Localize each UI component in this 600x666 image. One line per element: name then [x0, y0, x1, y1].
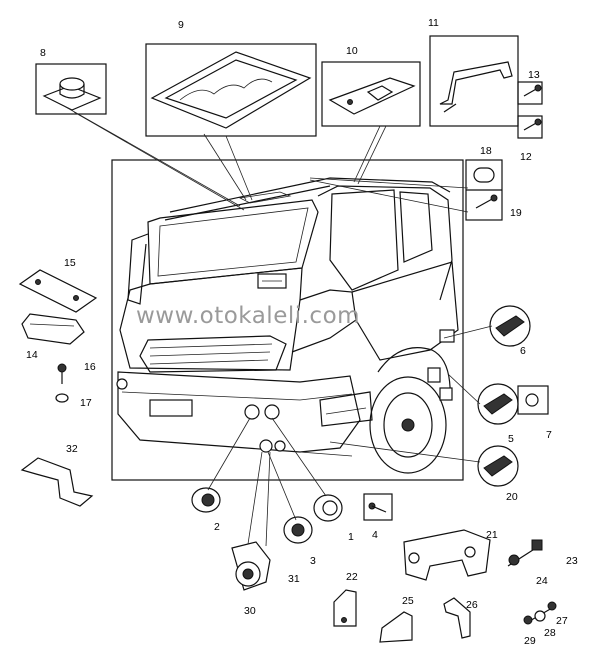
part-24-nut [508, 554, 520, 566]
callout-21: 21 [486, 529, 498, 541]
part-4-screw [363, 493, 393, 521]
part-9-roof-hatch [145, 43, 317, 137]
callout-24: 24 [536, 575, 548, 587]
callout-8: 8 [40, 47, 46, 59]
watermark-text: www.otokaleli.com [136, 303, 360, 329]
part-5-marker-lamp [477, 383, 519, 425]
callout-17: 17 [80, 397, 92, 409]
part-32-bracket [20, 457, 94, 507]
part-30-fog-lamp-unit [235, 561, 261, 587]
part-14-lens [21, 313, 85, 345]
callout-labels: 8 9 10 11 13 12 18 19 15 14 16 17 32 6 7… [26, 17, 578, 647]
callout-2: 2 [214, 521, 220, 533]
callout-27: 27 [556, 615, 568, 627]
callout-26: 26 [466, 599, 478, 611]
callout-25: 25 [402, 595, 414, 607]
callout-15: 15 [64, 257, 76, 269]
callout-29: 29 [524, 635, 536, 647]
part-26-bracket [443, 597, 471, 639]
callout-19: 19 [510, 207, 522, 219]
part-17-nut [55, 393, 69, 403]
callout-30: 30 [244, 605, 256, 617]
part-29-nut [523, 615, 533, 625]
callout-13: 13 [528, 69, 540, 81]
callout-11: 11 [428, 17, 439, 29]
callout-28: 28 [544, 627, 556, 639]
part-12-screw [517, 115, 543, 139]
callout-6: 6 [520, 345, 526, 357]
callout-23: 23 [566, 555, 578, 567]
leader-lines [63, 105, 493, 547]
part-8-roof-lamp [35, 63, 107, 115]
callout-22: 22 [346, 571, 358, 583]
callout-16: 16 [84, 361, 96, 373]
callout-3: 3 [310, 555, 316, 567]
part-15-plate [18, 269, 98, 313]
part-25-bracket [379, 611, 413, 643]
callout-1: 1 [348, 531, 354, 543]
callout-32: 32 [66, 443, 78, 455]
part-16-bolt [57, 363, 67, 384]
part-10-interior-lamp [321, 61, 421, 127]
part-22-bracket [333, 589, 357, 627]
part-6-marker-lamp [489, 305, 531, 347]
callout-20: 20 [506, 491, 518, 503]
callout-31: 31 [288, 573, 300, 585]
callout-14: 14 [26, 349, 38, 361]
truck-cab-illustration [116, 177, 459, 474]
part-7-bulb [517, 385, 549, 415]
part-20-marker-lamp [477, 445, 519, 487]
callout-4: 4 [372, 529, 378, 541]
callout-7: 7 [546, 429, 552, 441]
part-28-washer [534, 610, 546, 622]
part-18-side-marker [465, 159, 503, 221]
part-2-fog-lamp [191, 487, 221, 513]
part-11-grab-handle [429, 35, 519, 127]
callout-9: 9 [178, 19, 184, 31]
callout-10: 10 [346, 45, 358, 57]
part-21-bracket [403, 529, 491, 581]
part-13-screw [517, 81, 543, 105]
part-3-fog-lamp [283, 516, 313, 544]
callout-12: 12 [520, 151, 532, 163]
callout-5: 5 [508, 433, 514, 445]
truck-frame [111, 159, 464, 481]
callout-18: 18 [480, 145, 492, 157]
part-1-fog-lamp [313, 494, 343, 522]
